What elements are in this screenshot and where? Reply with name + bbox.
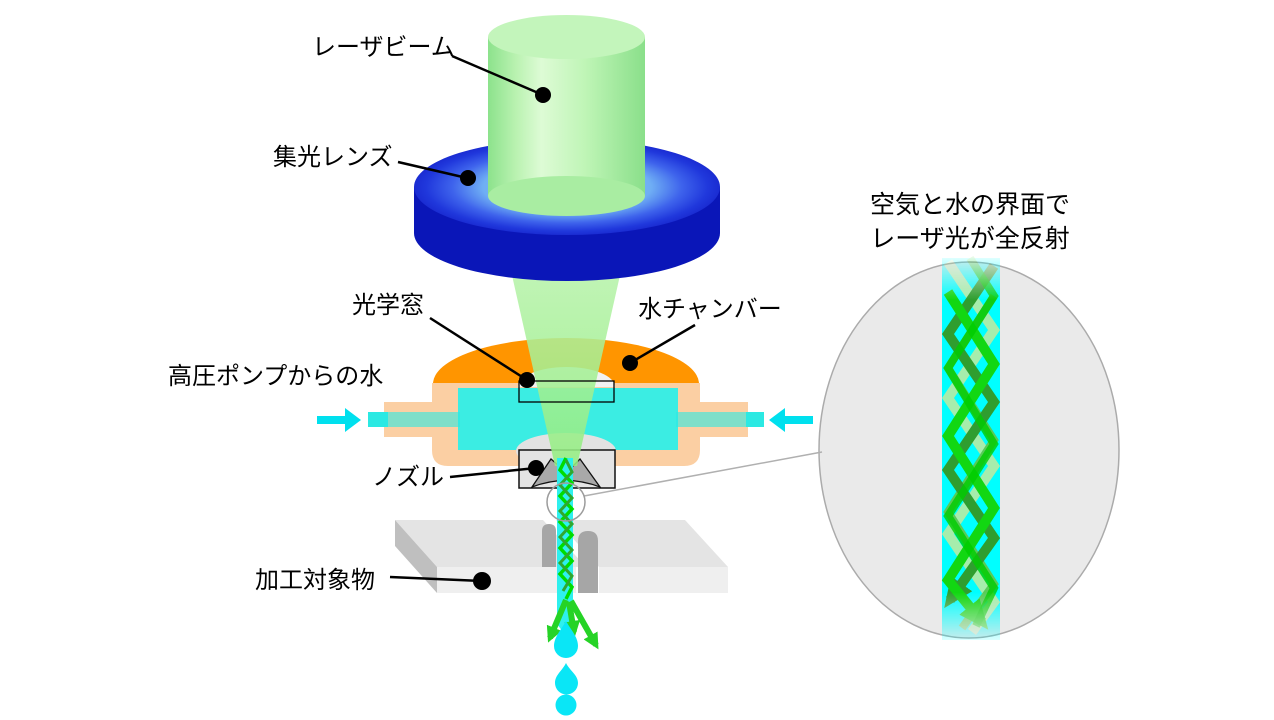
workpiece-right-front-face <box>599 567 728 593</box>
workpiece-right-top-face <box>556 520 728 567</box>
inset-caption-line2: レーザ光が全反射 <box>870 225 1070 253</box>
inlet-pipe-left-stub <box>368 412 388 427</box>
droplet-3 <box>555 694 577 716</box>
inset-ray-dark <box>941 263 1001 609</box>
dot-nozzle <box>528 460 544 476</box>
inset-ray-bright2 <box>943 255 999 628</box>
magnifier-circle <box>546 482 586 522</box>
magnifier-leader-line <box>583 451 823 497</box>
inlet-arrow-left <box>317 408 361 432</box>
inset-water-column <box>941 255 1001 640</box>
leader-workpiece <box>389 575 483 583</box>
label-water-chamber: 水チャンバー <box>638 296 782 323</box>
beam-top <box>488 15 645 59</box>
workpiece-left-top-face <box>395 520 586 567</box>
label-optical-window: 光学窓 <box>352 292 424 319</box>
workpiece <box>395 520 728 593</box>
leader-laser-beam <box>451 54 544 97</box>
scatter-arrow-right <box>568 599 599 650</box>
dot-water-chamber <box>622 355 638 371</box>
jet-laser-zigzag-dark <box>557 459 575 592</box>
inlet-pipe-right-stub <box>746 412 764 427</box>
beam-base <box>488 176 645 216</box>
scatter-arrow-left <box>546 598 569 643</box>
beam-body <box>488 37 645 196</box>
dot-laser-beam <box>535 87 551 103</box>
droplet-2 <box>555 663 578 695</box>
label-pump-water: 高圧ポンプからの水 <box>168 363 383 390</box>
inset-ray-bright <box>941 289 1000 630</box>
leader-nozzle <box>449 466 537 479</box>
dot-optical-window <box>519 372 535 388</box>
label-focusing-lens: 集光レンズ <box>273 144 393 171</box>
inset: 空気と水の界面で レーザ光が全反射 <box>818 191 1120 640</box>
dot-workpiece <box>473 572 491 590</box>
water-jet <box>557 457 575 636</box>
inlet-pipe-left-bore <box>386 412 460 427</box>
scatter-arrows <box>546 598 599 650</box>
annotations: レーザビーム 集光レンズ 光学窓 水チャンバー 高圧ポンプからの水 ノズル 加工… <box>168 34 782 594</box>
label-laser-beam: レーザビーム <box>312 34 455 61</box>
label-nozzle: ノズル <box>372 464 444 491</box>
kerf-left-wall <box>542 524 556 567</box>
laser-beam-cylinder <box>488 15 645 216</box>
leader-focusing-lens <box>397 160 468 180</box>
leader-water-chamber <box>629 323 696 365</box>
droplet-1 <box>554 621 578 658</box>
optical-window-outline <box>518 380 615 403</box>
label-workpiece: 加工対象物 <box>255 567 375 594</box>
kerf-right-wall <box>578 531 598 593</box>
laser-cone <box>509 262 623 466</box>
inlet-pipe-right-bore <box>676 412 748 427</box>
workpiece-left-end-face <box>395 520 437 593</box>
inlet-arrow-right <box>769 408 813 432</box>
inset-ray-light <box>941 259 1001 635</box>
droplets <box>554 621 578 716</box>
scatter-arrow-middle <box>564 601 581 637</box>
dot-focusing-lens <box>460 170 476 186</box>
inset-caption-line1: 空気と水の界面で <box>870 191 1070 219</box>
leader-optical-window <box>429 316 528 382</box>
